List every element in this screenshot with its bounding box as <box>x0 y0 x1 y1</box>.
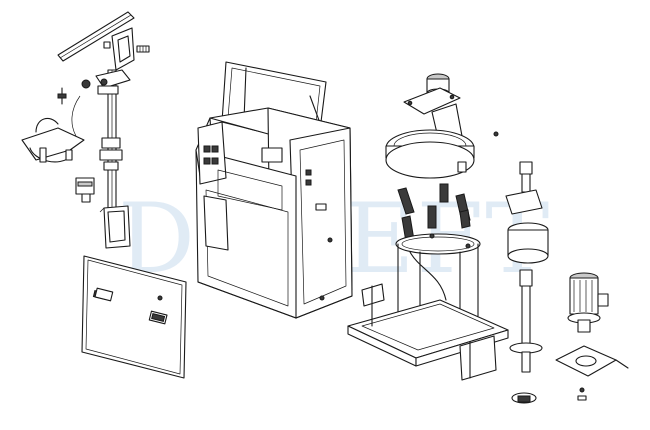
base-frame <box>347 283 509 381</box>
cabinet-frame <box>195 61 353 319</box>
motor-mount-plate <box>555 345 629 401</box>
mount-bracket <box>21 117 85 163</box>
spring-rollers <box>397 183 471 243</box>
front-door-panel <box>81 255 187 379</box>
drive-shaft-column <box>505 161 549 404</box>
motor-assembly <box>567 272 609 333</box>
small-motor-unit <box>75 177 95 203</box>
lamp-arm-assembly <box>57 11 150 249</box>
turntable-plate <box>385 129 499 179</box>
